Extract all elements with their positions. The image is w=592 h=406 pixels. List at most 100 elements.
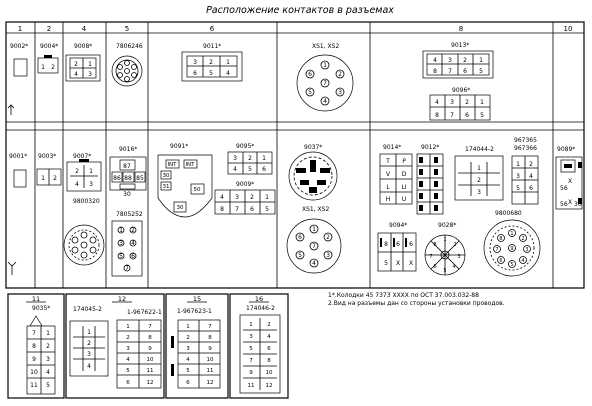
svg-text:5: 5 bbox=[126, 368, 130, 374]
svg-text:5: 5 bbox=[298, 252, 302, 259]
label-7806246: 7806246 bbox=[116, 43, 143, 50]
svg-text:4: 4 bbox=[433, 57, 437, 64]
label-9094: 9094* bbox=[389, 222, 407, 229]
col-number-15: 15 bbox=[193, 295, 201, 303]
label-9800680: 9800680 bbox=[495, 210, 522, 217]
svg-text:3: 3 bbox=[119, 240, 123, 247]
svg-text:4: 4 bbox=[233, 166, 237, 173]
label-9007: 9007* bbox=[73, 153, 91, 160]
svg-text:1: 1 bbox=[186, 324, 190, 330]
svg-text:2: 2 bbox=[326, 234, 330, 241]
svg-text:6: 6 bbox=[465, 112, 469, 119]
svg-text:4: 4 bbox=[131, 240, 135, 247]
svg-text:11: 11 bbox=[30, 382, 38, 389]
connector-9037 bbox=[288, 151, 338, 201]
svg-text:6: 6 bbox=[250, 206, 254, 213]
svg-text:1: 1 bbox=[479, 57, 483, 64]
svg-text:8: 8 bbox=[384, 241, 388, 248]
svg-text:6: 6 bbox=[186, 380, 190, 386]
svg-text:3: 3 bbox=[87, 351, 91, 358]
svg-text:10: 10 bbox=[207, 357, 214, 363]
svg-text:5: 5 bbox=[516, 185, 520, 192]
svg-text:4: 4 bbox=[46, 369, 50, 376]
svg-text:3: 3 bbox=[88, 71, 92, 78]
svg-text:4: 4 bbox=[323, 98, 327, 105]
label-7805252: 7805252 bbox=[116, 211, 143, 218]
svg-text:3: 3 bbox=[457, 254, 460, 260]
svg-text:9: 9 bbox=[148, 346, 152, 352]
svg-text:5: 5 bbox=[510, 262, 513, 268]
label-9035: 9035* bbox=[32, 305, 50, 312]
svg-text:4: 4 bbox=[75, 181, 79, 188]
svg-text:30: 30 bbox=[163, 173, 170, 179]
connector-9001 bbox=[13, 169, 27, 188]
svg-text:6: 6 bbox=[193, 70, 197, 77]
connector-9091: INT INT 30 31 50 30 bbox=[157, 154, 213, 218]
svg-text:6: 6 bbox=[267, 346, 271, 352]
svg-text:2: 2 bbox=[463, 57, 467, 64]
label-9091: 9091* bbox=[170, 143, 188, 150]
svg-text:11: 11 bbox=[207, 368, 214, 374]
svg-text:5: 5 bbox=[384, 260, 388, 267]
svg-text:3: 3 bbox=[89, 181, 93, 188]
label-xs1-xs2-mid: XS1, XS2 bbox=[302, 206, 329, 213]
col-number-4: 4 bbox=[82, 25, 87, 33]
svg-text:10: 10 bbox=[266, 370, 273, 376]
cell-11 bbox=[7, 293, 65, 399]
connector-9004: 1 2 bbox=[37, 55, 59, 74]
svg-text:12: 12 bbox=[266, 383, 273, 389]
svg-text:5: 5 bbox=[209, 70, 213, 77]
svg-text:6: 6 bbox=[126, 380, 130, 386]
svg-text:3: 3 bbox=[477, 189, 481, 196]
svg-text:6: 6 bbox=[463, 68, 467, 75]
svg-text:1: 1 bbox=[249, 322, 253, 328]
label-9012: 9012* bbox=[421, 144, 439, 151]
svg-text:INT: INT bbox=[185, 162, 195, 168]
fork-icon bbox=[7, 261, 17, 275]
svg-text:7: 7 bbox=[448, 68, 452, 75]
svg-text:1: 1 bbox=[41, 64, 45, 71]
label-1-967623-1: 1-967623-1 bbox=[177, 308, 212, 315]
svg-text:2: 2 bbox=[131, 227, 135, 234]
svg-text:30: 30 bbox=[177, 205, 184, 211]
svg-text:P: P bbox=[402, 158, 406, 165]
svg-text:87: 87 bbox=[123, 163, 131, 170]
label-9002: 9002* bbox=[10, 43, 28, 50]
svg-text:3: 3 bbox=[448, 57, 452, 64]
svg-text:1: 1 bbox=[88, 61, 92, 68]
svg-text:4: 4 bbox=[529, 173, 533, 180]
label-9096: 9096* bbox=[452, 87, 470, 94]
svg-text:H: H bbox=[386, 196, 391, 203]
svg-text:1: 1 bbox=[312, 226, 316, 233]
label-9028: 9028* bbox=[438, 222, 456, 229]
svg-text:2: 2 bbox=[250, 194, 254, 201]
svg-text:2: 2 bbox=[477, 177, 481, 184]
svg-text:4: 4 bbox=[435, 99, 439, 106]
svg-text:9: 9 bbox=[32, 356, 36, 363]
svg-text:10: 10 bbox=[30, 369, 38, 376]
svg-text:4: 4 bbox=[267, 334, 271, 340]
svg-text:5: 5 bbox=[443, 268, 446, 274]
svg-text:2: 2 bbox=[126, 335, 130, 341]
label-9014: 9014* bbox=[383, 144, 401, 151]
svg-text:3: 3 bbox=[235, 194, 239, 201]
svg-text:8: 8 bbox=[267, 358, 271, 364]
svg-text:1: 1 bbox=[443, 237, 446, 243]
svg-text:56: 56 bbox=[560, 185, 568, 192]
connector-9011: 3 2 1 6 5 4 bbox=[181, 51, 243, 82]
svg-text:4: 4 bbox=[186, 357, 190, 363]
svg-text:2: 2 bbox=[87, 340, 91, 347]
svg-text:1: 1 bbox=[265, 194, 269, 201]
svg-text:5: 5 bbox=[249, 346, 253, 352]
svg-text:2: 2 bbox=[186, 335, 190, 341]
svg-text:1: 1 bbox=[510, 231, 513, 237]
label-9800320: 9800320 bbox=[73, 198, 100, 205]
svg-text:4: 4 bbox=[452, 264, 455, 270]
svg-text:2: 2 bbox=[74, 61, 78, 68]
svg-text:86: 86 bbox=[113, 175, 121, 182]
label-174046-2: 174046-2 bbox=[246, 305, 275, 312]
svg-text:6: 6 bbox=[499, 258, 502, 264]
svg-text:1: 1 bbox=[89, 168, 93, 175]
